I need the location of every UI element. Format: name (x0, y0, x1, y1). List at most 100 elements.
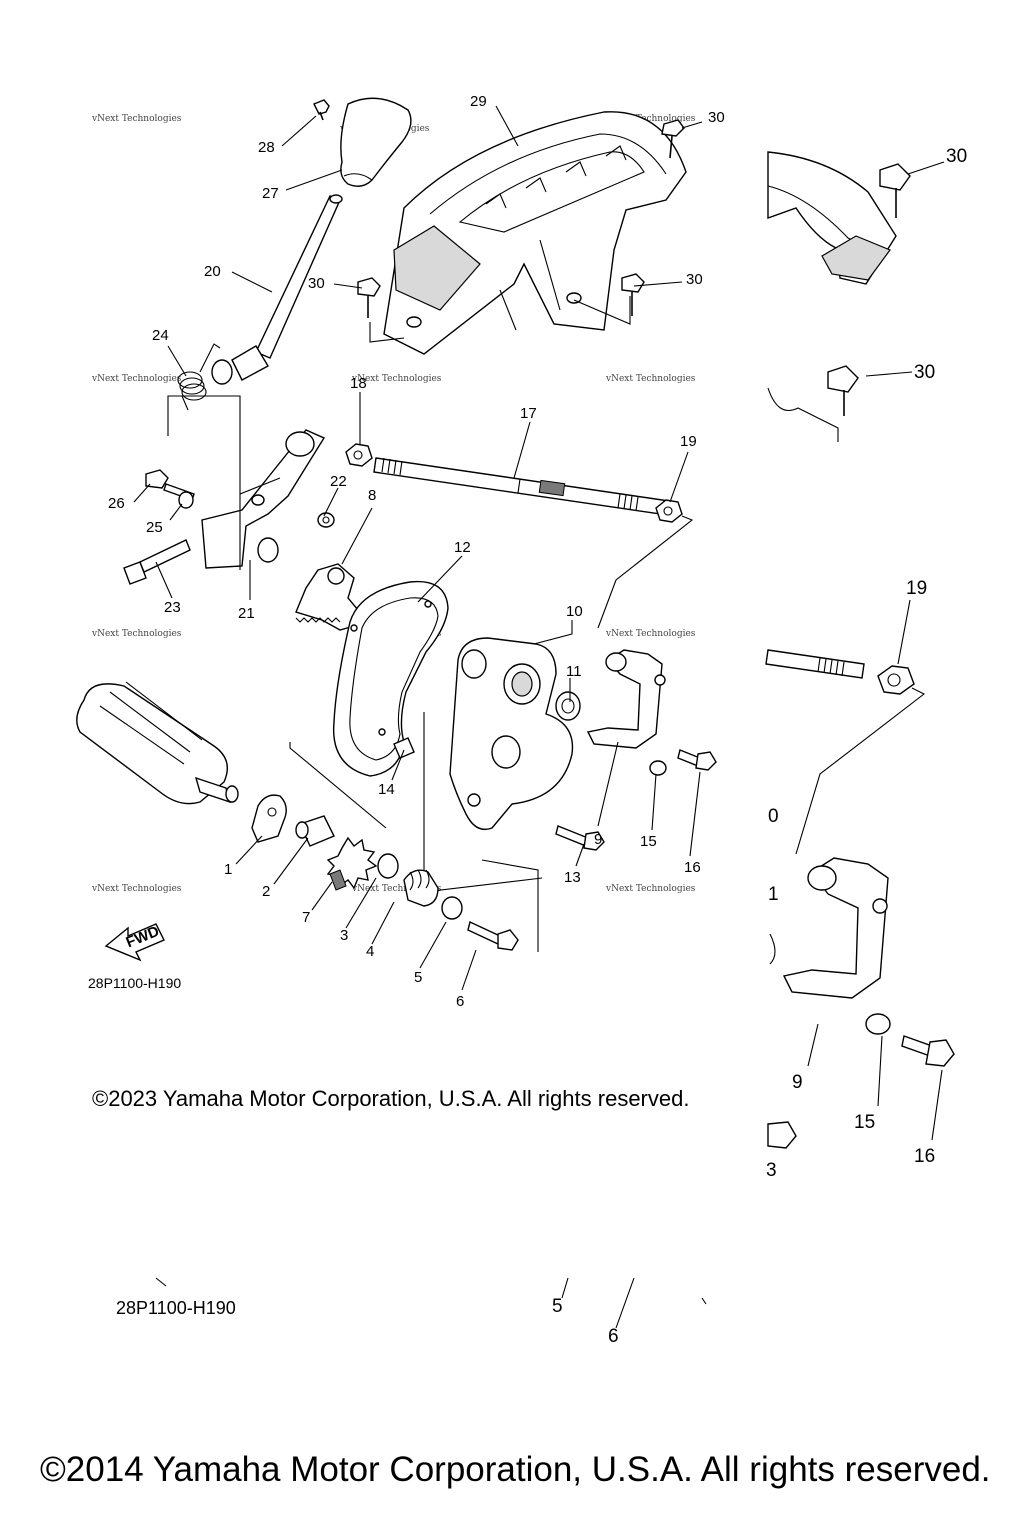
zoom-part-code: 28P1100-H190 (116, 1298, 236, 1318)
callout-7: 7 (302, 909, 310, 926)
callout-24: 24 (152, 327, 169, 344)
lever-bushing (257, 537, 279, 563)
callout-6: 6 (456, 993, 464, 1010)
zoom-callout-30: 30 (914, 362, 935, 383)
segment-teeth (295, 617, 341, 623)
shift-segment (295, 563, 370, 631)
shift-cover (393, 637, 581, 893)
bolt (901, 1035, 955, 1067)
zoom-callout-13: 3 (766, 1160, 777, 1181)
cover-hole (467, 793, 481, 807)
shaft-leader (597, 515, 694, 629)
callout-2: 2 (262, 883, 270, 900)
zoom-callout-15: 15 (854, 1112, 875, 1133)
shift-knob-assembly (177, 97, 412, 411)
stopper-parts (251, 742, 539, 952)
rod-end (329, 194, 343, 204)
lever-assembly (123, 395, 335, 585)
lever-boss (285, 431, 315, 457)
shift-arm (555, 649, 717, 851)
zoom-callout-19: 19 (906, 578, 927, 599)
shift-rod (255, 195, 341, 359)
callout-12: 12 (454, 539, 471, 556)
rod-bushing (211, 359, 233, 385)
gate-window (393, 225, 481, 311)
washer (317, 512, 335, 528)
arm-plate (586, 649, 663, 749)
callout-20: 20 (204, 263, 221, 280)
zoom-callout-10: 0 (768, 806, 779, 827)
callout-28: 28 (258, 139, 275, 156)
callout-23: 23 (164, 599, 181, 616)
watermark: vNext Technologies (605, 114, 696, 124)
star-pin (329, 869, 347, 891)
callout-30: 30 (686, 271, 703, 288)
shaft-knurl (538, 479, 566, 497)
callout-27: 27 (262, 185, 279, 202)
knob-clip-pin (319, 111, 324, 121)
callout-25: 25 (146, 519, 163, 536)
watermark: vNext Technologies (351, 374, 442, 384)
zoomed-detail: 30 30 19 0 1 9 15 16 3 5 6 28P1100-H190 (116, 146, 967, 1347)
bolt (827, 365, 859, 416)
torsion-spring (177, 343, 221, 411)
lever-hole (251, 494, 265, 506)
zoom-arm (782, 857, 889, 999)
watermark: vNext Technologies (91, 374, 182, 384)
bolt (357, 277, 381, 318)
washer (649, 760, 667, 776)
gasket-inner (349, 597, 439, 761)
callout-19: 19 (680, 433, 697, 450)
gate-bolts (357, 119, 685, 318)
zoom-gate-window (821, 235, 891, 281)
segment-hub (327, 567, 345, 585)
bolt (555, 825, 605, 851)
lever-leader (167, 395, 281, 570)
callout-30: 30 (708, 109, 725, 126)
bolt (661, 119, 685, 159)
zoom-nut (877, 665, 915, 695)
watermark: vNext Technologies (605, 884, 696, 894)
callout-4: 4 (366, 943, 374, 960)
zoom-shaft (765, 649, 865, 679)
callout-leaders (133, 105, 703, 991)
part-code: 28P1100-H190 (88, 975, 181, 991)
zoom-callout-6: 6 (608, 1326, 619, 1347)
pivot-bolt (123, 539, 191, 585)
cover-dome (491, 735, 521, 769)
gate-hole (566, 292, 582, 304)
stopper-plate (251, 794, 287, 843)
callout-9: 9 (594, 831, 602, 848)
shift-shaft (345, 443, 694, 629)
callout-22: 22 (330, 473, 347, 490)
washer (377, 853, 399, 879)
fwd-arrow-shape (104, 923, 165, 962)
callout-16: 16 (684, 859, 701, 876)
watermark: vNext Technologies (605, 374, 696, 384)
callout-11: 11 (566, 663, 582, 680)
gate-leader (573, 296, 631, 325)
callout-10: 10 (566, 603, 583, 620)
gate-leader (369, 322, 405, 343)
callout-17: 17 (520, 405, 537, 422)
nut (655, 499, 683, 523)
shift-gate-cover (369, 111, 687, 355)
gate-inner-rim (429, 133, 667, 215)
watermark: vNext Technologies (605, 629, 696, 639)
gasket-outline (332, 580, 449, 777)
gate-hole (406, 316, 422, 328)
rod-lower (231, 345, 269, 381)
gate-ribs (499, 239, 561, 331)
callout-5: 5 (414, 969, 422, 986)
zoom-callout-5: 5 (552, 1296, 563, 1317)
knob-neck (343, 173, 373, 181)
gasket (332, 580, 449, 777)
watermark: vNext Technologies (91, 114, 182, 124)
cover-boss (461, 649, 487, 679)
gate-slots (485, 145, 627, 209)
callout-1: 1 (224, 861, 232, 878)
shift-drum (76, 681, 239, 805)
callout-30: 30 (308, 275, 325, 292)
watermark: vNext Technologies (91, 629, 182, 639)
